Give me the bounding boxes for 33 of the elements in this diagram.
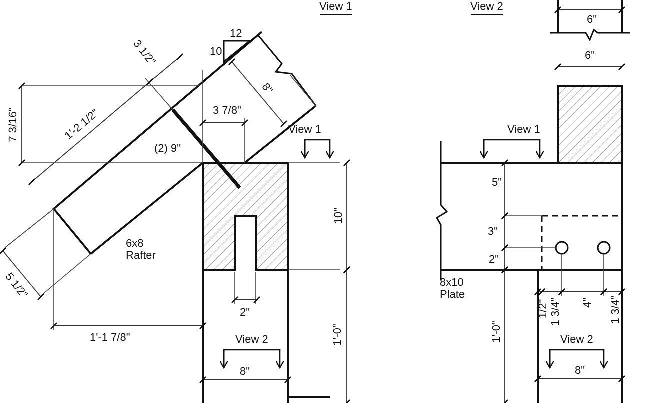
note: (2) 9" xyxy=(154,143,182,155)
dimension-label: 6" xyxy=(585,50,596,62)
view-title: View 1 xyxy=(320,1,352,15)
dimension-label: 1'-1 7/8" xyxy=(90,332,130,344)
view-label: View 2 xyxy=(560,334,594,346)
dimension-label: 1'-0" xyxy=(332,324,344,346)
view-title: View 2 xyxy=(470,1,504,15)
pitch-label: 12 xyxy=(230,28,242,40)
dimension-label: 2" xyxy=(489,254,500,266)
dimension-label: 4" xyxy=(582,298,594,308)
view-label: View 2 xyxy=(236,334,268,346)
dimension-label: 3" xyxy=(488,226,498,238)
dimension-label: 3 1/2" xyxy=(130,38,158,68)
dimension-label: 1 3/4" xyxy=(550,298,562,326)
dimension-label: 1'-2 1/2" xyxy=(62,107,102,143)
dimension-label: 8" xyxy=(240,366,250,378)
dimension-label: 1/2" xyxy=(537,299,550,319)
member-label: 6x8 Rafter xyxy=(126,238,157,262)
dimension-label: 8" xyxy=(259,81,275,97)
dimension-label: 10" xyxy=(333,208,346,224)
dimension-label: 3 7/8" xyxy=(213,105,242,117)
dimension-label: 1'-0" xyxy=(490,321,503,343)
member-label: 8x10 Plate xyxy=(440,277,466,301)
view-label: View 1 xyxy=(508,124,540,136)
view-label: View 1 xyxy=(288,124,322,136)
dimension-label: 5 1/2" xyxy=(2,271,30,301)
dimension-label: 8" xyxy=(575,365,586,377)
dimension-label: 1 3/4" xyxy=(610,296,622,324)
dimension-label: 6" xyxy=(587,14,598,26)
dimension-label: 5" xyxy=(492,177,502,189)
dimension-label: 2" xyxy=(240,307,250,319)
dimension-label: 7 3/16" xyxy=(6,108,19,142)
pitch-label: 10 xyxy=(210,46,222,58)
